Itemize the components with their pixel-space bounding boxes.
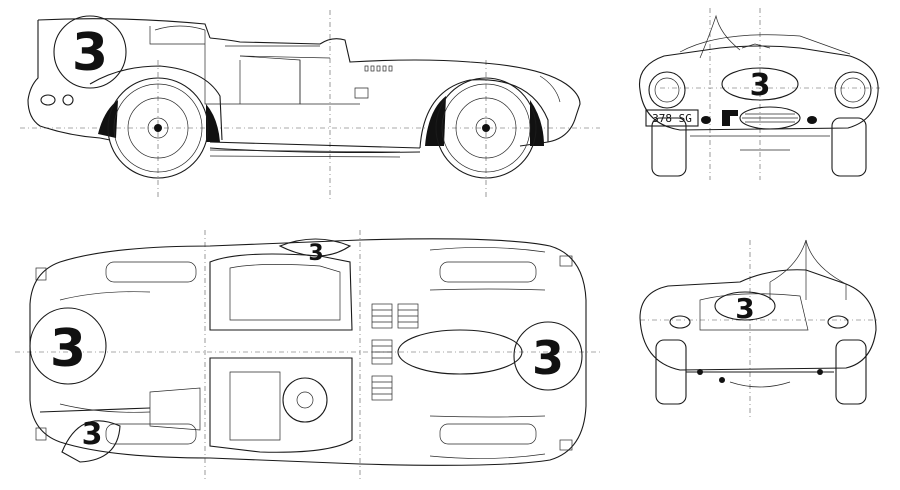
top-tail-race-number: 3 <box>50 319 86 379</box>
top-bonnet-roundel: 3 <box>513 321 583 391</box>
bonnet-louvres <box>364 65 393 72</box>
top-side-roundel-upper: 3 <box>278 238 352 266</box>
license-plate: 378 SG <box>652 112 692 125</box>
side-race-number: 3 <box>72 23 108 83</box>
front-view: 3 378 SG <box>638 8 880 180</box>
rear-view: 3 <box>639 239 880 420</box>
front-race-number: 3 <box>750 68 771 103</box>
rear-race-number: 3 <box>735 292 754 325</box>
side-front-wheel <box>435 77 537 179</box>
side-rear-wheel <box>107 77 209 179</box>
top-side-race-number-upper: 3 <box>308 241 323 266</box>
top-side-race-number-lower: 3 <box>82 417 103 452</box>
top-bonnet-race-number: 3 <box>532 331 564 385</box>
side-race-roundel: 3 <box>53 15 127 89</box>
top-louvres <box>371 303 419 401</box>
front-grille-mesh <box>742 113 798 123</box>
side-view: 3 <box>20 10 600 200</box>
top-view: 3 3 3 3 <box>15 230 600 480</box>
top-side-roundel-lower: 3 <box>61 417 121 463</box>
top-tail-roundel: 3 <box>29 307 107 385</box>
